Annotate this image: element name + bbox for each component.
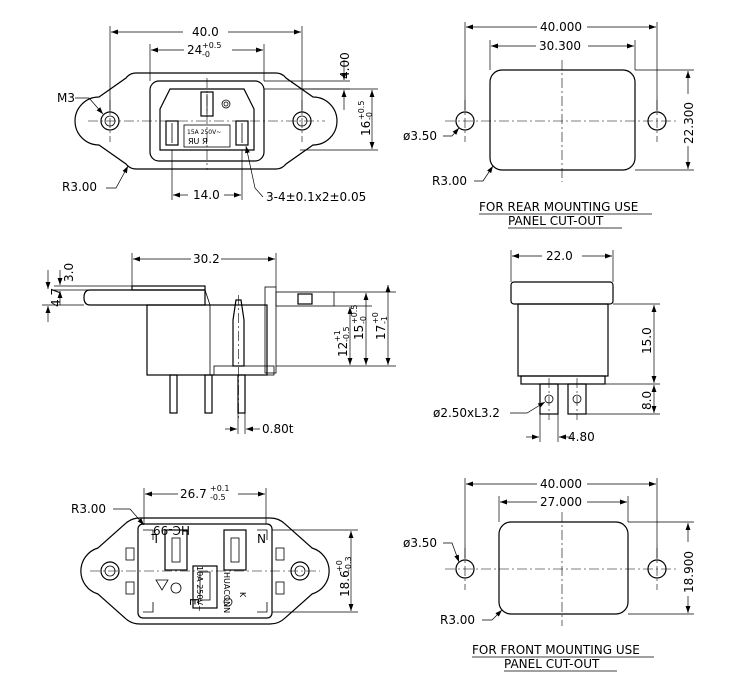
label-brand: HUACONN — [222, 572, 231, 613]
dim-inner-width: 24 — [187, 43, 202, 57]
dim-body-height: 15.0 — [640, 327, 654, 354]
dim-height-tol-lower: -0 — [365, 112, 374, 120]
label-model: HC-99 — [153, 523, 190, 537]
view-top-right: 40.000 30.300 22.300 ø3.50 R3.00 FOR REA… — [403, 20, 696, 229]
label-hole: ø3.50 — [403, 536, 437, 550]
dim-width: 40.000 — [540, 20, 582, 34]
cert-round-icon — [223, 597, 233, 607]
dim-height: 18.6 — [338, 570, 352, 597]
cert-triangle-icon — [155, 579, 169, 591]
dim-b: 15 — [352, 325, 366, 340]
dim-flange-a: 3.0 — [62, 263, 76, 282]
terminal-n — [223, 529, 247, 571]
label-corner-radius: R3.00 — [440, 613, 475, 627]
dim-a-tol-upper: +1 — [333, 330, 342, 342]
cert-mark: ЯU Я — [188, 137, 208, 146]
dim-width: 40.0 — [192, 25, 219, 39]
end-body — [517, 303, 609, 377]
dim-a: 12 — [336, 342, 350, 357]
cutout-hole-left — [455, 111, 475, 131]
flange-rim — [131, 285, 206, 291]
label-pin-note: 3-4±0.1x2±0.05 — [266, 190, 366, 204]
pin-side-3 — [237, 374, 246, 414]
caption-line-1: FOR REAR MOUNTING USE — [479, 200, 638, 214]
pin-earth — [200, 91, 214, 117]
label-mount-thread: M3 — [57, 91, 75, 105]
face-rating: 15A 250V~ — [187, 129, 221, 136]
label-hole: ø3.50 — [403, 129, 437, 143]
dim-inner-width: 30.300 — [539, 39, 581, 53]
dim-height-tol-lower: -0.3 — [344, 556, 353, 572]
view-top-left: 15A 250V~ ЯU Я 40.0 24 +0.5 -0 4.00 16 +… — [57, 25, 378, 204]
cutout-outline — [489, 69, 636, 171]
label-rating: 10A 250V~ — [195, 566, 204, 612]
dim-width: 26.7 — [180, 487, 207, 501]
socket-opening — [159, 88, 255, 151]
dim-pin-length: 8.0 — [640, 391, 654, 410]
pin-side-1 — [169, 374, 178, 414]
dim-pin-spacing: 14.0 — [193, 188, 220, 202]
label-corner-radius: R3.00 — [432, 174, 467, 188]
rear-hole-left — [100, 561, 120, 581]
caption-line-2: PANEL CUT-OUT — [508, 214, 604, 228]
section-wall — [264, 286, 277, 374]
pin-inner — [232, 299, 245, 367]
dim-width: 22.0 — [546, 249, 573, 263]
socket-body-side — [146, 304, 268, 376]
dim-width-tol-upper: +0.1 — [210, 484, 229, 493]
rating-plate — [183, 124, 231, 148]
end-base — [520, 375, 606, 385]
dim-width-tol-lower: -0.5 — [210, 493, 226, 502]
dim-a-tol-lower: -0.5 — [342, 326, 351, 342]
flange-plate — [83, 289, 206, 306]
dim-b-tol-upper: +0.5 — [350, 305, 359, 324]
pin-line — [165, 120, 179, 146]
dim-height-tol-upper: +0.5 — [357, 101, 366, 120]
label-n: N — [257, 531, 266, 545]
cert-icon — [221, 99, 231, 109]
label-corner-radius: R3.00 — [71, 502, 106, 516]
dim-offset: 4.00 — [338, 52, 352, 79]
cert-circle-icon — [170, 582, 182, 594]
view-bottom-right: 40.000 27.000 18.900 ø3.50 R3.00 FOR FRO… — [403, 477, 696, 672]
label-l: L — [151, 531, 158, 545]
dim-inner-width: 27.000 — [540, 495, 582, 509]
caption-line-2: PANEL CUT-OUT — [504, 657, 600, 671]
dim-height: 18.900 — [682, 551, 696, 593]
dim-pin-thickness: 0.80t — [262, 422, 294, 436]
end-flange — [510, 281, 614, 305]
dim-c: 17 — [374, 325, 388, 340]
label-e: E — [187, 598, 201, 606]
flange-outline — [74, 72, 338, 170]
cutout-outline — [498, 521, 629, 615]
dim-pin-spacing: 4.80 — [568, 430, 595, 444]
pin-side-2 — [204, 374, 213, 414]
cert-mark: K — [238, 592, 247, 598]
label-pin-hole: ø2.50xL3.2 — [433, 406, 500, 420]
dim-b-tol-lower: -0 — [359, 316, 368, 324]
cutout-hole-left — [455, 559, 475, 579]
label-corner-radius: R3.00 — [62, 180, 97, 194]
pin-neutral — [235, 120, 249, 146]
dim-width: 40.000 — [540, 477, 582, 491]
view-middle-right: 22.0 15.0 8.0 ø2.50xL3.2 4.80 — [433, 249, 660, 444]
dim-c-tol-lower: -1 — [380, 316, 389, 324]
dim-inner-width-tol-upper: +0.5 — [202, 41, 221, 50]
rear-outline — [80, 517, 330, 625]
dim-height: 16 — [359, 121, 373, 136]
dim-height: 22.300 — [682, 102, 696, 144]
terminal-l — [164, 529, 188, 571]
caption-line-1: FOR FRONT MOUNTING USE — [472, 643, 640, 657]
view-middle-left: 30.2 3.0 4.7 12 +1 -0.5 15 +0.5 -0 17 +0… — [42, 252, 396, 436]
terminal-e — [192, 565, 218, 609]
dim-c-tol-upper: +0 — [371, 312, 380, 324]
dim-inner-width-tol-lower: -0 — [202, 50, 210, 59]
dim-flange-b: 4.7 — [49, 288, 63, 307]
dim-body-width: 30.2 — [193, 252, 220, 266]
dim-height-tol-upper: +0 — [335, 560, 344, 572]
view-bottom-left: HC-99 10A 250V~ HUACONN L N E K R3.00 26… — [71, 484, 358, 625]
section-top-flange — [275, 291, 335, 307]
